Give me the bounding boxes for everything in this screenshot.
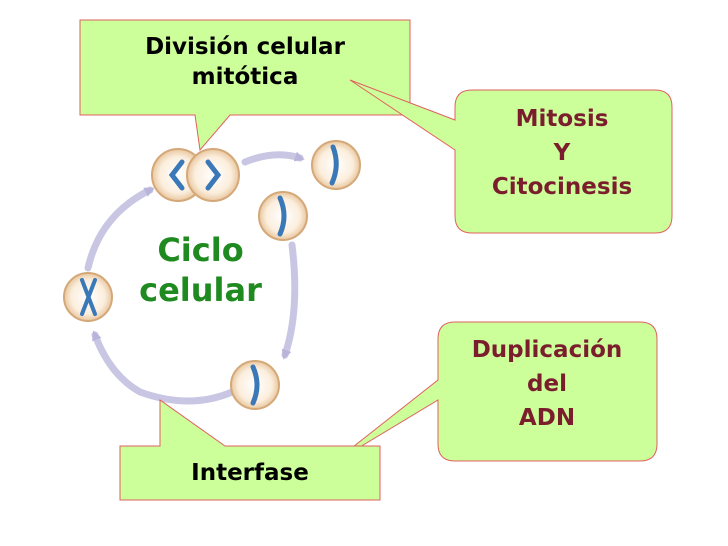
mitosis-line-1: Mitosis [515, 106, 609, 132]
adn-callout-shape [329, 321, 658, 466]
arrow-top [241, 151, 305, 166]
cell-icon-2 [258, 191, 308, 241]
cell-icon-4 [63, 272, 113, 322]
mitosis-line-2: Y [553, 140, 571, 166]
adn-line-2: del [527, 371, 567, 397]
division-line-1: División celular [145, 34, 345, 60]
mitosis-callout-text: Mitosis Y Citocinesis [462, 102, 662, 204]
cycle-arrows [84, 151, 305, 405]
adn-line-1: Duplicación [471, 337, 623, 363]
dividing-cell-icon [151, 148, 240, 202]
division-callout-shape [79, 19, 411, 152]
mitosis-line-3: Citocinesis [491, 174, 633, 200]
division-callout-text: División celular mitótica [80, 32, 410, 92]
cycle-line-2: celular [139, 271, 262, 309]
cycle-line-1: Ciclo [157, 231, 244, 269]
arrow-bottom [91, 330, 236, 405]
cell-icon-1 [311, 140, 361, 190]
cycle-title: Ciclo celular [128, 230, 273, 310]
interfase-callout-shape [119, 399, 381, 501]
arrow-left [84, 186, 155, 272]
arrow-right [281, 241, 299, 360]
interfase-callout-text: Interfase [191, 460, 309, 486]
adn-line-3: ADN [518, 405, 576, 431]
division-line-2: mitótica [191, 64, 299, 90]
adn-callout-text: Duplicación del ADN [442, 333, 652, 435]
cell-icon-3 [230, 360, 280, 410]
mitosis-callout-shape [349, 79, 673, 234]
